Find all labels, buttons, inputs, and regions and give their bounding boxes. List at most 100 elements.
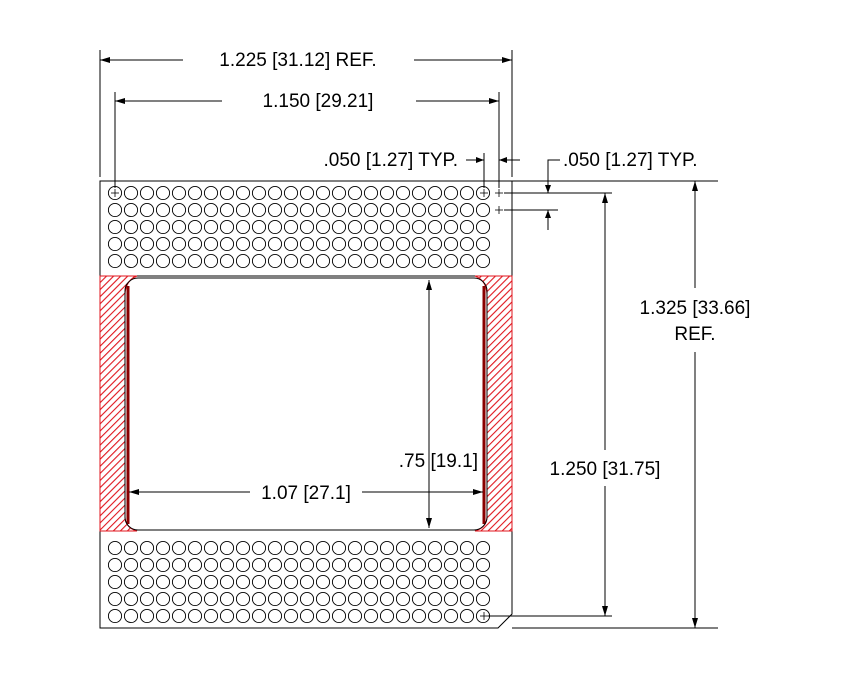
grid-hole: [235, 540, 251, 556]
dim-window-width: 1.07 [27.1]: [129, 483, 483, 504]
grid-hole: [299, 540, 315, 556]
grid-hole: [251, 202, 267, 218]
grid-hole: [171, 574, 187, 590]
grid-hole: [251, 253, 267, 269]
grid-hole: [235, 608, 251, 624]
grid-hole: [155, 540, 171, 556]
grid-hole: [251, 540, 267, 556]
grid-hole: [443, 557, 459, 573]
grid-hole: [331, 591, 347, 607]
grid-hole: [155, 219, 171, 235]
overall-height-ref-label: REF.: [674, 324, 715, 345]
grid-hole: [299, 557, 315, 573]
grid-hole: [331, 557, 347, 573]
grid-hole: [379, 253, 395, 269]
grid-hole: [203, 591, 219, 607]
grid-hole: [251, 236, 267, 252]
grid-hole: [427, 608, 443, 624]
grid-hole: [379, 608, 395, 624]
grid-hole: [299, 236, 315, 252]
hole-grid-top: [107, 185, 491, 269]
grid-hole: [251, 608, 267, 624]
grid-hole: [139, 253, 155, 269]
grid-hole: [379, 219, 395, 235]
grid-hole: [459, 236, 475, 252]
grid-hole: [363, 219, 379, 235]
grid-hole: [203, 540, 219, 556]
grid-hole: [347, 185, 363, 201]
grid-hole: [427, 574, 443, 590]
overall-height-label: 1.325 [33.66]: [640, 298, 751, 319]
grid-hole: [395, 219, 411, 235]
grid-hole: [347, 540, 363, 556]
grid-hole: [315, 253, 331, 269]
grid-hole: [171, 202, 187, 218]
grid-hole: [395, 574, 411, 590]
grid-hole: [331, 185, 347, 201]
grid-hole: [107, 557, 123, 573]
grid-hole: [155, 574, 171, 590]
grid-hole: [411, 608, 427, 624]
grid-hole: [299, 591, 315, 607]
grid-hole: [123, 574, 139, 590]
grid-hole: [379, 185, 395, 201]
dim-window-height: .75 [19.1]: [399, 280, 478, 528]
grid-hole: [187, 253, 203, 269]
grid-hole: [379, 202, 395, 218]
grid-hole: [235, 185, 251, 201]
grid-hole: [219, 219, 235, 235]
grid-hole: [139, 557, 155, 573]
grid-hole: [123, 540, 139, 556]
grid-hole: [347, 236, 363, 252]
grid-hole: [411, 219, 427, 235]
grid-hole: [219, 202, 235, 218]
grid-hole: [395, 202, 411, 218]
grid-hole: [411, 540, 427, 556]
grid-hole: [187, 557, 203, 573]
grid-hole: [283, 574, 299, 590]
grid-hole: [443, 574, 459, 590]
grid-hole: [443, 253, 459, 269]
grid-hole: [427, 253, 443, 269]
grid-hole: [331, 540, 347, 556]
grid-hole: [427, 557, 443, 573]
grid-hole: [347, 219, 363, 235]
grid-hole: [475, 202, 491, 218]
grid-hole: [315, 557, 331, 573]
grid-hole: [251, 557, 267, 573]
grid-hole: [203, 608, 219, 624]
grid-hole: [283, 202, 299, 218]
grid-hole: [155, 236, 171, 252]
grid-hole: [267, 557, 283, 573]
grid-hole: [155, 185, 171, 201]
grid-hole: [283, 219, 299, 235]
grid-hole: [475, 591, 491, 607]
grid-hole: [139, 219, 155, 235]
grid-hole: [219, 540, 235, 556]
grid-hole: [379, 540, 395, 556]
grid-hole: [411, 202, 427, 218]
grid-hole: [235, 219, 251, 235]
grid-hole: [267, 219, 283, 235]
grid-hole: [315, 608, 331, 624]
grid-hole: [363, 591, 379, 607]
grid-hole: [411, 253, 427, 269]
grid-hole: [427, 591, 443, 607]
grid-hole: [331, 608, 347, 624]
grid-hole: [363, 253, 379, 269]
grid-hole: [379, 591, 395, 607]
grid-hole: [347, 608, 363, 624]
grid-hole: [395, 557, 411, 573]
grid-hole: [123, 608, 139, 624]
grid-hole: [139, 202, 155, 218]
grid-hole: [267, 185, 283, 201]
grid-hole: [475, 574, 491, 590]
window-height-label: .75 [19.1]: [399, 451, 478, 472]
grid-hole: [427, 202, 443, 218]
grid-hole: [107, 540, 123, 556]
grid-hole: [395, 540, 411, 556]
grid-hole: [427, 540, 443, 556]
grid-hole: [379, 236, 395, 252]
grid-hole: [427, 185, 443, 201]
grid-hole: [139, 236, 155, 252]
